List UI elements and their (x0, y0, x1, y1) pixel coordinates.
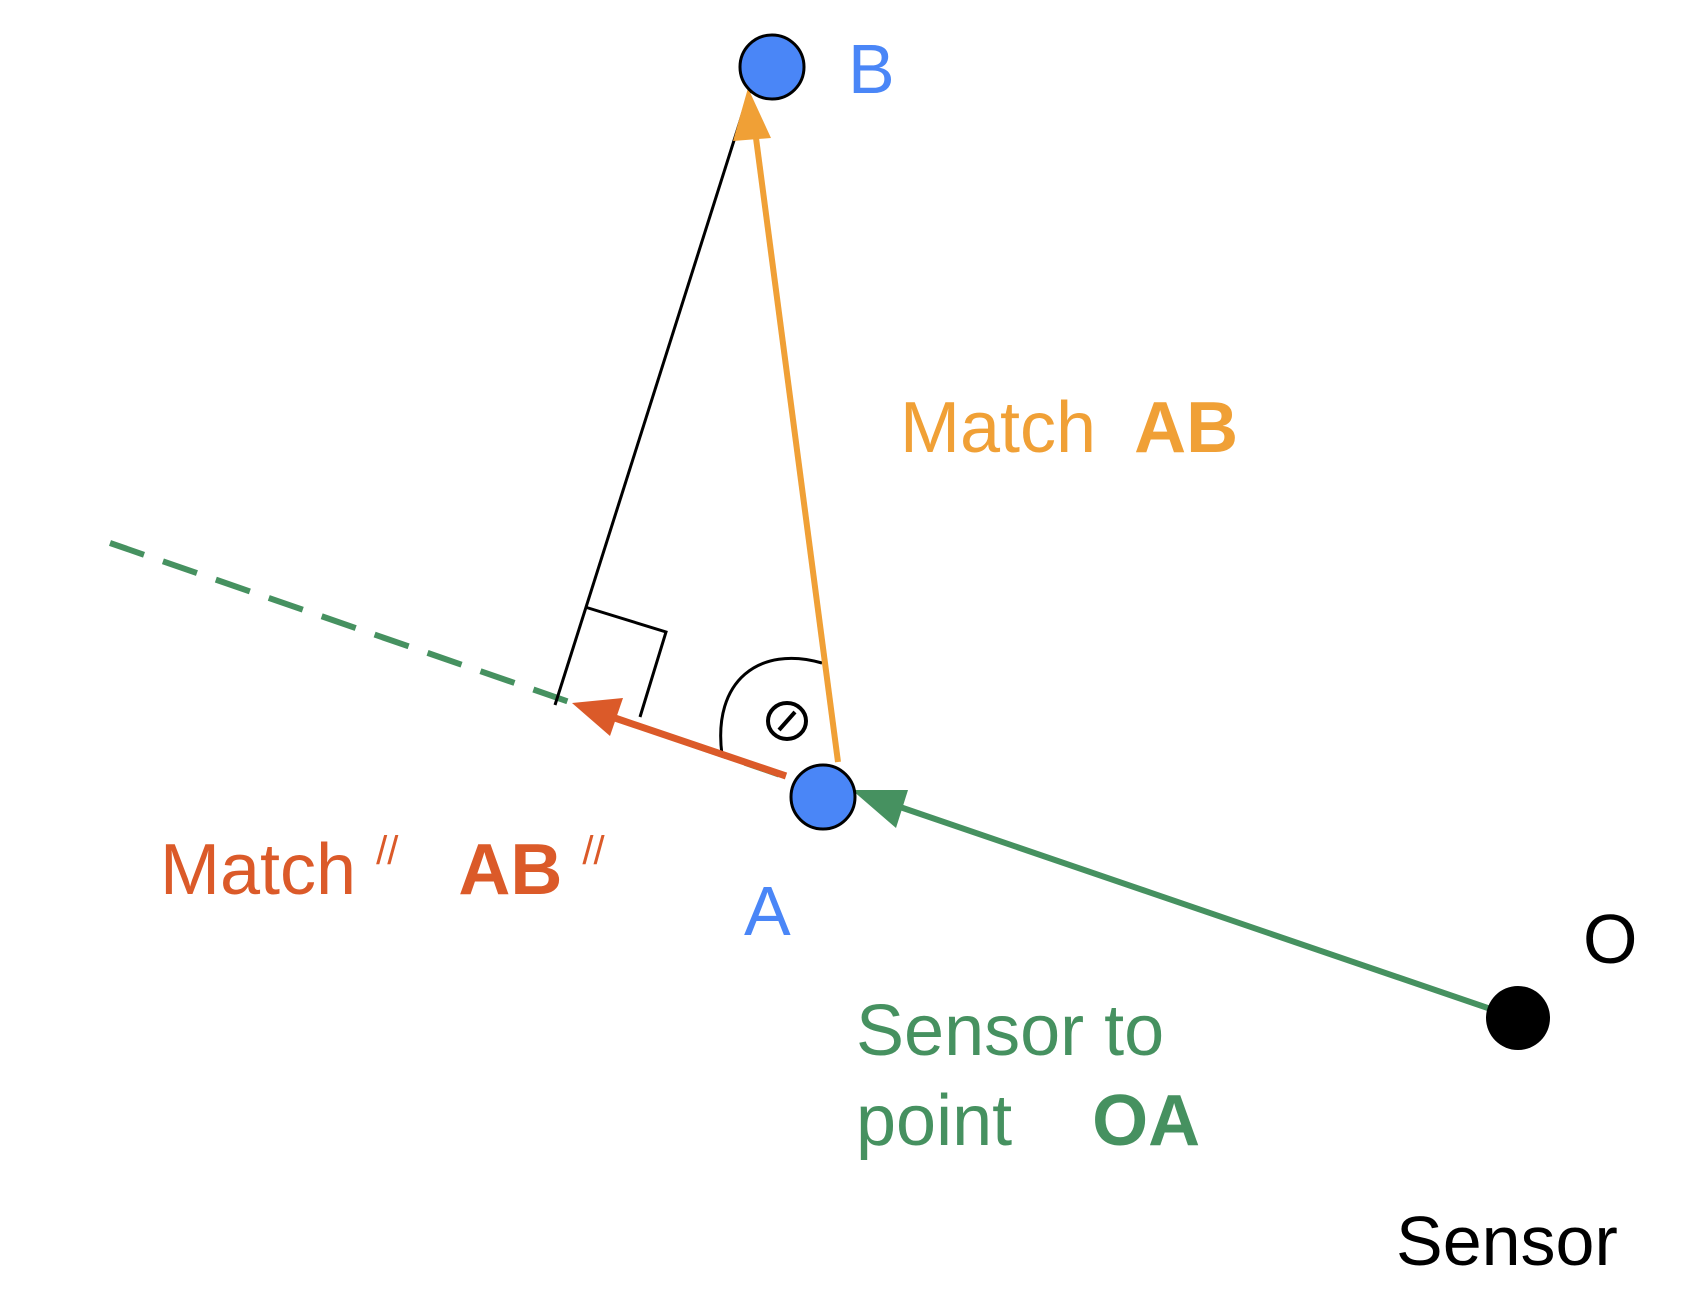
angle-arc (719, 656, 823, 756)
label-match-parallel-bold-mark: // (582, 829, 605, 873)
point-a (789, 763, 857, 831)
label-sensor-to-line1: Sensor to (856, 991, 1164, 1071)
label-match-ab: Match AB (900, 388, 1238, 468)
match-ab-arrowhead (733, 88, 771, 141)
right-angle-marker (584, 605, 668, 718)
label-match-parallel: Match // AB // (160, 800, 605, 910)
label-sensor-to-point: point (856, 1081, 1012, 1161)
point-b (738, 33, 806, 101)
label-a: A (744, 872, 791, 950)
sensor-to-point-arrowhead (852, 790, 908, 828)
sensor-to-point-arrow (899, 804, 1518, 1021)
label-match-parallel-prefix: Match (160, 830, 356, 910)
point-o (1486, 986, 1550, 1050)
label-match-ab-bold: AB (1134, 388, 1238, 468)
label-sensor-to-line2: point OA (856, 1081, 1200, 1161)
label-match-parallel-bold: AB (458, 830, 562, 910)
match-ab-arrow (753, 137, 841, 763)
label-sensor: Sensor (1396, 1202, 1618, 1280)
match-parallel-arrowhead (572, 698, 623, 736)
perpendicular-line (553, 89, 752, 706)
label-match-parallel-mark: // (376, 829, 399, 873)
match-parallel-arrow (610, 713, 788, 780)
label-b: B (848, 30, 895, 108)
label-sensor-to-bold: OA (1092, 1081, 1200, 1161)
label-o: O (1583, 900, 1637, 978)
theta-symbol (766, 701, 808, 741)
label-match-ab-prefix: Match (900, 388, 1096, 468)
